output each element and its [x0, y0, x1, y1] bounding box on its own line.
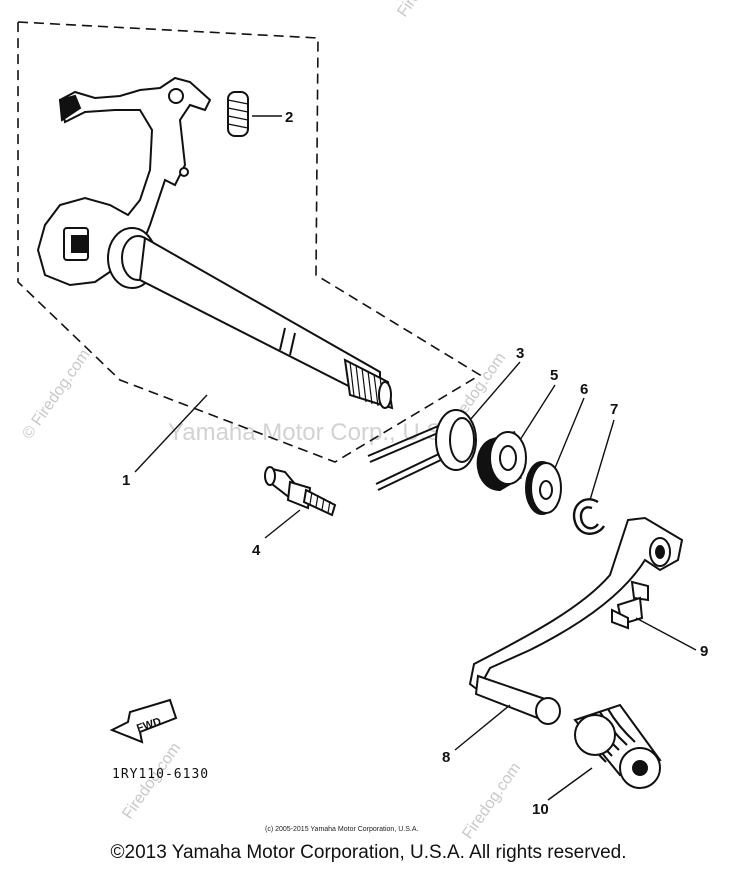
torsion-spring-part: [367, 409, 477, 491]
callout-7: 7: [610, 401, 618, 418]
callout-labels: 2 1 3 5 6 7 4 9 8 10: [122, 109, 708, 818]
copyright-small: (c) 2005-2015 Yamaha Motor Corporation, …: [265, 826, 418, 833]
assembly-boundary-dashed: [17, 21, 482, 463]
callout-3: 3: [516, 345, 524, 362]
leader-lines: [134, 115, 697, 801]
callout-8: 8: [442, 749, 450, 766]
callout-5: 5: [550, 367, 558, 384]
watermark-site-3: Firedog.com: [459, 760, 524, 843]
watermark-site-5: Firedog.com: [394, 0, 459, 20]
callout-2: 2: [285, 109, 293, 126]
callout-1: 1: [122, 472, 130, 489]
callout-6: 6: [580, 381, 588, 398]
collar-part: [476, 431, 527, 492]
callout-10: 10: [532, 801, 549, 818]
watermark-brand: Yamaha Motor Corp., U.S.A.: [168, 419, 472, 446]
callout-4: 4: [252, 542, 261, 559]
watermark-site: © Firedog.com: [19, 346, 93, 442]
pinch-bolt-part: [611, 580, 649, 630]
callout-9: 9: [700, 643, 708, 660]
washer-part: [525, 461, 562, 515]
footer-copyright: ©2013 Yamaha Motor Corporation, U.S.A. A…: [110, 842, 627, 863]
change-pedal-part: [468, 516, 684, 725]
part-code: 1RY110-6130: [112, 767, 209, 782]
shift-shaft-part: [36, 76, 394, 410]
bolt-part: [264, 466, 337, 517]
circlip-part: [572, 498, 606, 535]
pedal-rubber-part: [573, 703, 662, 789]
spring-part: [227, 91, 249, 137]
fwd-arrow: FWD: [109, 698, 178, 744]
